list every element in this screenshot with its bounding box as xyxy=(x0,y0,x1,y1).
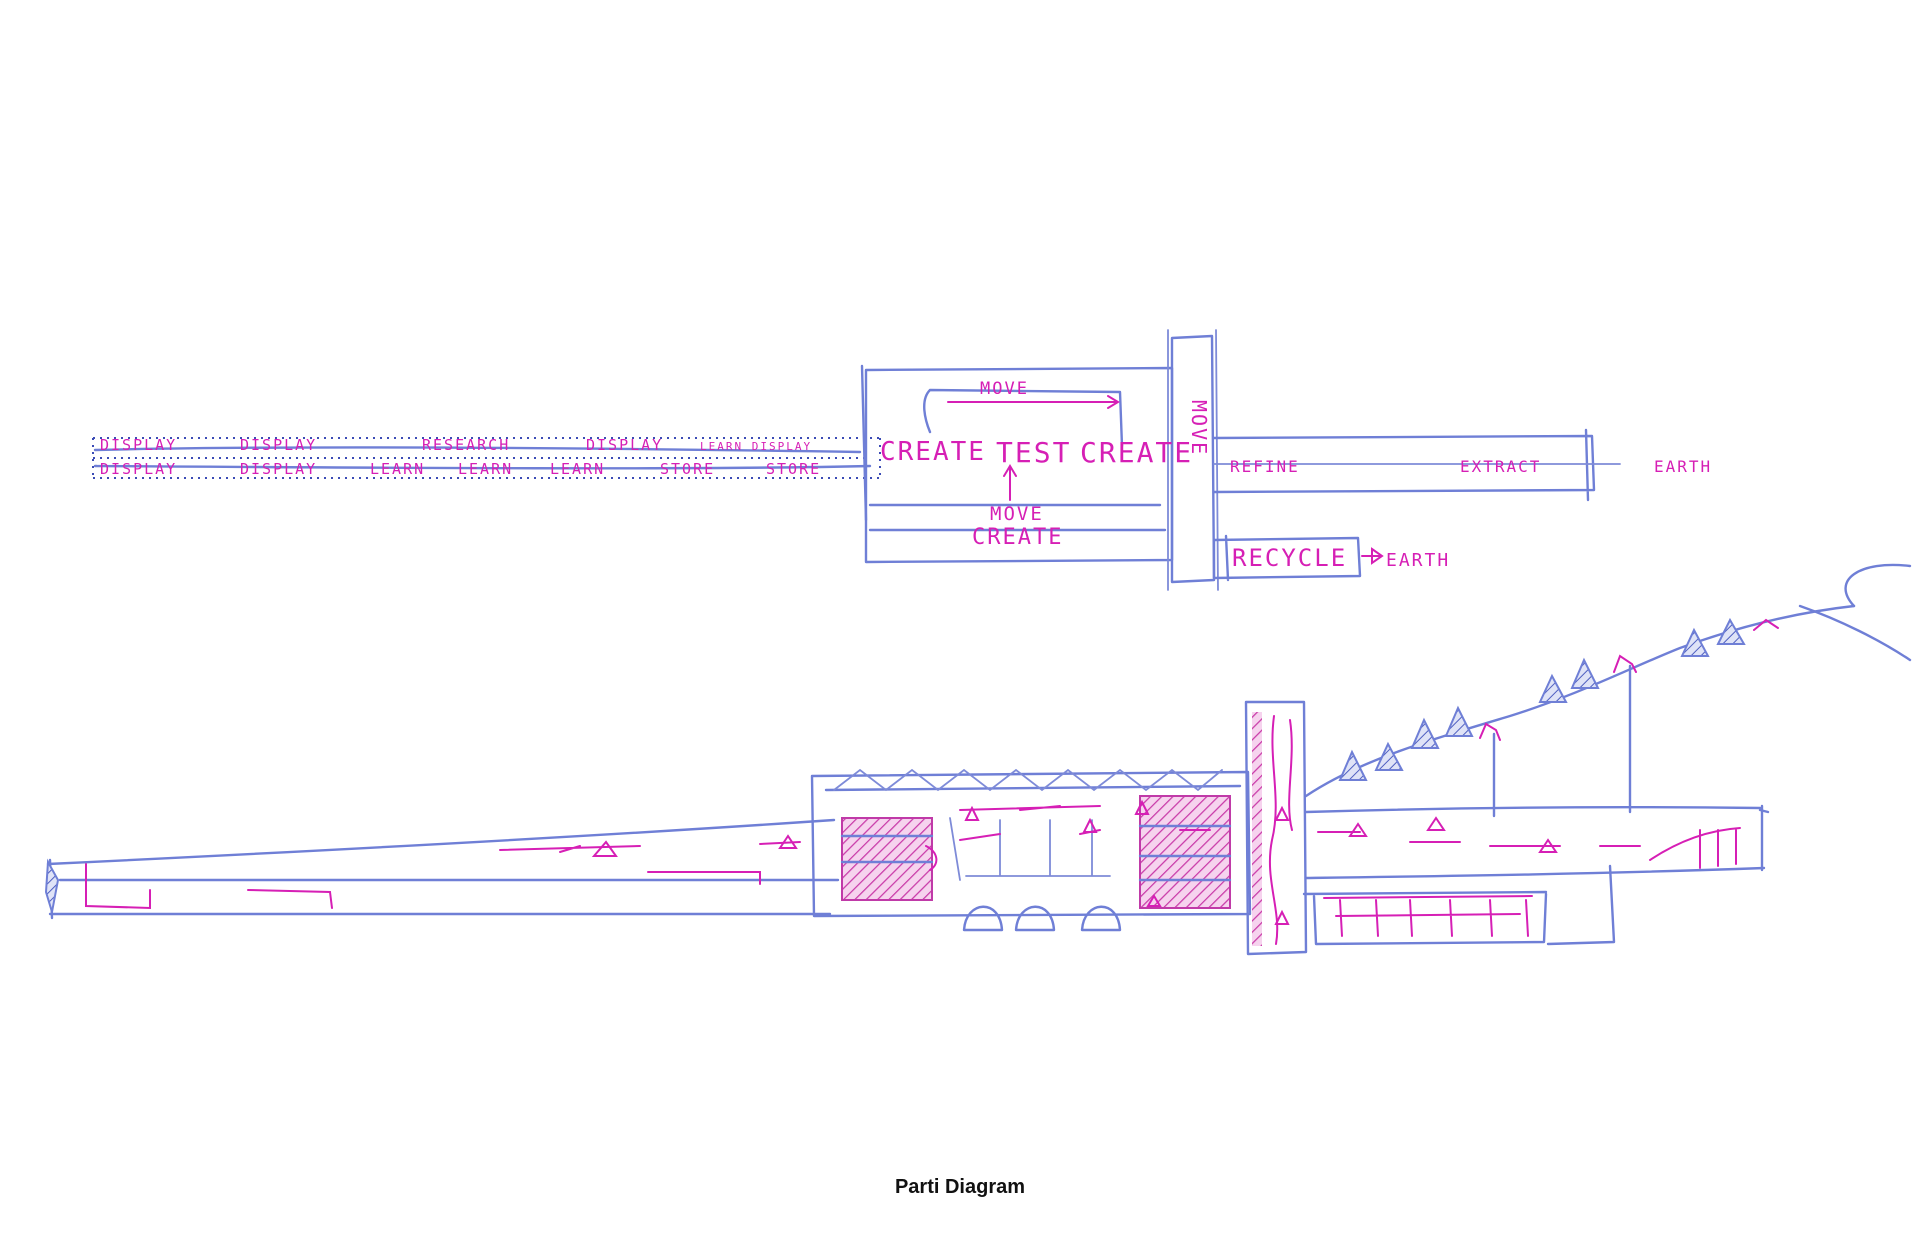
row-bottom-label: LEARN xyxy=(370,460,425,478)
row-bottom-label: STORE xyxy=(660,460,715,478)
plan-diagram xyxy=(92,329,1621,591)
row-top-label: LEARN DISPLAY xyxy=(700,440,812,453)
refine-label: REFINE xyxy=(1230,457,1300,476)
refine-extract-box xyxy=(1212,428,1621,502)
main-hall xyxy=(810,768,1252,932)
recycle-box xyxy=(1212,534,1384,582)
row-top-label: DISPLAY xyxy=(586,436,663,454)
section-sketch xyxy=(44,563,1912,956)
row-bottom-label: DISPLAY xyxy=(240,460,317,478)
diagram-caption: Parti Diagram xyxy=(894,1176,1026,1198)
create-left-label: CREATE xyxy=(880,437,986,467)
right-wing xyxy=(1302,563,1912,946)
move-top-label: MOVE xyxy=(980,379,1029,399)
row-top-label: DISPLAY xyxy=(240,436,317,454)
row-bottom-label: STORE xyxy=(766,460,821,478)
earth-bottom-label: EARTH xyxy=(1386,550,1450,571)
row-bottom-label: LEARN xyxy=(458,460,513,478)
test-label: TEST xyxy=(996,436,1071,469)
earth-top-label: EARTH xyxy=(1654,457,1712,476)
row-top-label: DISPLAY xyxy=(100,436,177,454)
dotted-exhibition-bar xyxy=(92,437,881,479)
move-bottom-label: MOVE xyxy=(990,503,1044,525)
row-top-labels: DISPLAY DISPLAY RESEARCH DISPLAY LEARN D… xyxy=(100,436,812,454)
core-labels: MOVE CREATE TEST CREATE MOVE CREATE MOVE xyxy=(880,379,1211,550)
extract-label: EXTRACT xyxy=(1460,457,1541,476)
row-top-label: RESEARCH xyxy=(422,436,510,454)
create-right-label: CREATE xyxy=(1080,436,1193,469)
core-tower xyxy=(1244,700,1308,956)
create-bottom-label: CREATE xyxy=(972,525,1063,550)
row-bottom-labels: DISPLAY DISPLAY LEARN LEARN LEARN STORE … xyxy=(100,460,821,478)
row-bottom-label: DISPLAY xyxy=(100,460,177,478)
row-bottom-label: LEARN xyxy=(550,460,605,478)
move-vertical-label: MOVE xyxy=(1187,400,1211,456)
move-shaft xyxy=(1167,329,1219,591)
core-arrows xyxy=(947,395,1120,501)
recycle-label: RECYCLE xyxy=(1232,544,1347,572)
right-labels: REFINE EXTRACT EARTH RECYCLE EARTH xyxy=(1230,457,1712,572)
